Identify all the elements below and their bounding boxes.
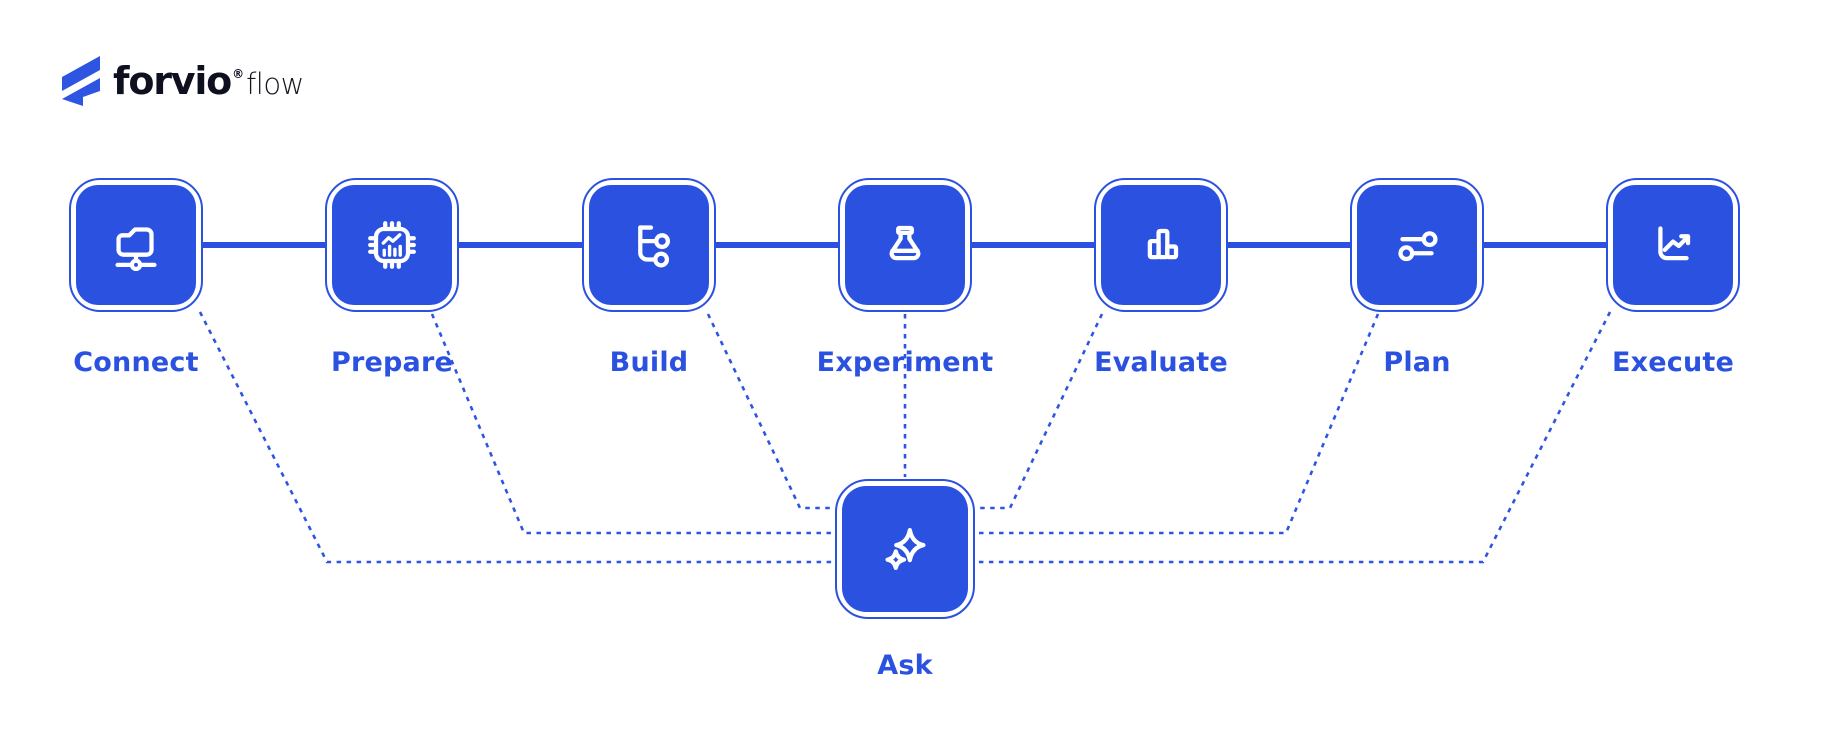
- stage-node-plan: [1350, 178, 1484, 312]
- stage-label-plan: Plan: [1383, 347, 1451, 378]
- product-name: flow: [246, 67, 304, 101]
- stage-tile-prepare[interactable]: [332, 185, 452, 305]
- stage-label-connect: Connect: [73, 347, 199, 378]
- sparkles-icon: [885, 527, 926, 571]
- dotted-connector-plan-ask: [977, 313, 1380, 535]
- stage-label-experiment: Experiment: [816, 347, 994, 378]
- hub-node-ask: [835, 479, 975, 619]
- dotted-connector-evaluate-ask: [977, 313, 1104, 510]
- forvio-chevron-icon: [62, 56, 100, 106]
- chip-analytics-icon: [368, 221, 416, 269]
- logo: forvio®flow: [56, 56, 304, 106]
- stage-node-prepare: [325, 178, 459, 312]
- stage-label-evaluate: Evaluate: [1094, 347, 1228, 378]
- dotted-connector-prepare-ask: [430, 313, 833, 535]
- stage-tile-build[interactable]: [589, 185, 709, 305]
- stage-label-execute: Execute: [1611, 347, 1735, 378]
- stage-tile-experiment[interactable]: [845, 185, 965, 305]
- stage-node-connect: [69, 178, 203, 312]
- sliders-icon: [1398, 231, 1438, 262]
- flask-icon: [889, 225, 921, 261]
- hub-label-ask: Ask: [877, 650, 933, 681]
- bar-chart-icon: [1147, 228, 1179, 260]
- logo-wordmark: forvio®flow: [113, 59, 304, 103]
- dotted-connector-connect-ask: [198, 311, 833, 564]
- stage-label-prepare: Prepare: [331, 347, 453, 378]
- brand-name: forvio: [113, 59, 232, 103]
- folder-network-icon: [115, 227, 157, 272]
- stage-tile-execute[interactable]: [1613, 185, 1733, 305]
- stage-node-experiment: [838, 178, 972, 312]
- stage-label-build: Build: [609, 347, 689, 378]
- stage-tile-connect[interactable]: [76, 185, 196, 305]
- branch-icon: [638, 225, 671, 268]
- stage-node-execute: [1606, 178, 1740, 312]
- registered-mark: ®: [232, 67, 245, 81]
- stage-node-evaluate: [1094, 178, 1228, 312]
- dotted-connector-lines: [198, 311, 1612, 564]
- hub-tile-ask[interactable]: [842, 486, 968, 612]
- dotted-connector-execute-ask: [977, 311, 1612, 564]
- stage-tile-plan[interactable]: [1357, 185, 1477, 305]
- stage-node-build: [582, 178, 716, 312]
- trend-chart-icon: [1658, 226, 1691, 261]
- dotted-connector-build-ask: [706, 313, 833, 510]
- stage-tile-evaluate[interactable]: [1101, 185, 1221, 305]
